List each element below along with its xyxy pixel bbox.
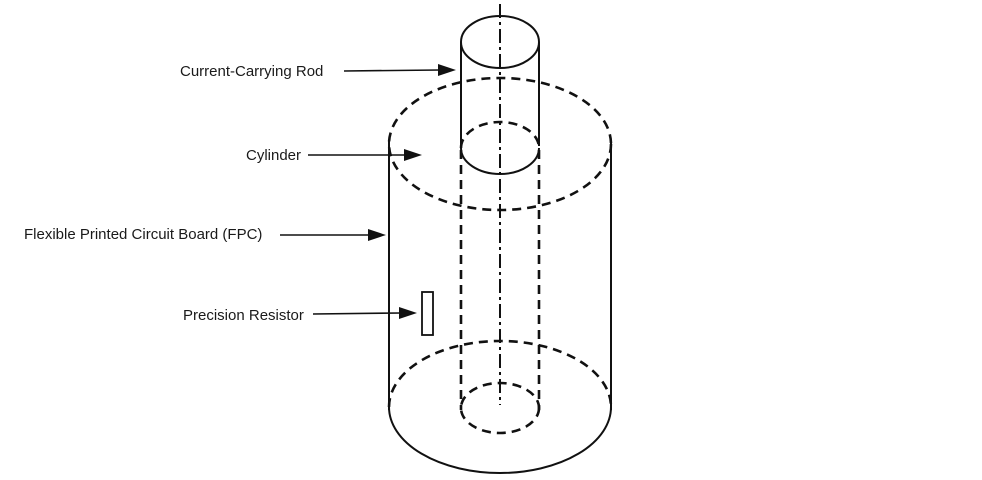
- arrowhead-cylinder: [404, 149, 422, 161]
- arrowhead-fpc: [368, 229, 386, 241]
- label-fpc: Flexible Printed Circuit Board (FPC): [24, 226, 262, 243]
- arrowhead-resistor: [399, 307, 417, 319]
- leader-rod: [343, 69, 441, 72]
- label-cylinder: Cylinder: [246, 147, 301, 164]
- label-cylinder-group: Cylinder: [246, 147, 422, 164]
- leader-resistor: [312, 312, 402, 315]
- label-rod: Current-Carrying Rod: [180, 63, 323, 80]
- arrowhead-rod: [438, 64, 456, 76]
- label-fpc-group: Flexible Printed Circuit Board (FPC): [24, 226, 386, 243]
- cylinder-bottom-front: [388, 406, 612, 474]
- label-rod-group: Current-Carrying Rod: [180, 63, 456, 80]
- label-resistor-group: Precision Resistor: [183, 307, 417, 324]
- label-resistor: Precision Resistor: [183, 307, 304, 324]
- precision-resistor: [421, 291, 434, 336]
